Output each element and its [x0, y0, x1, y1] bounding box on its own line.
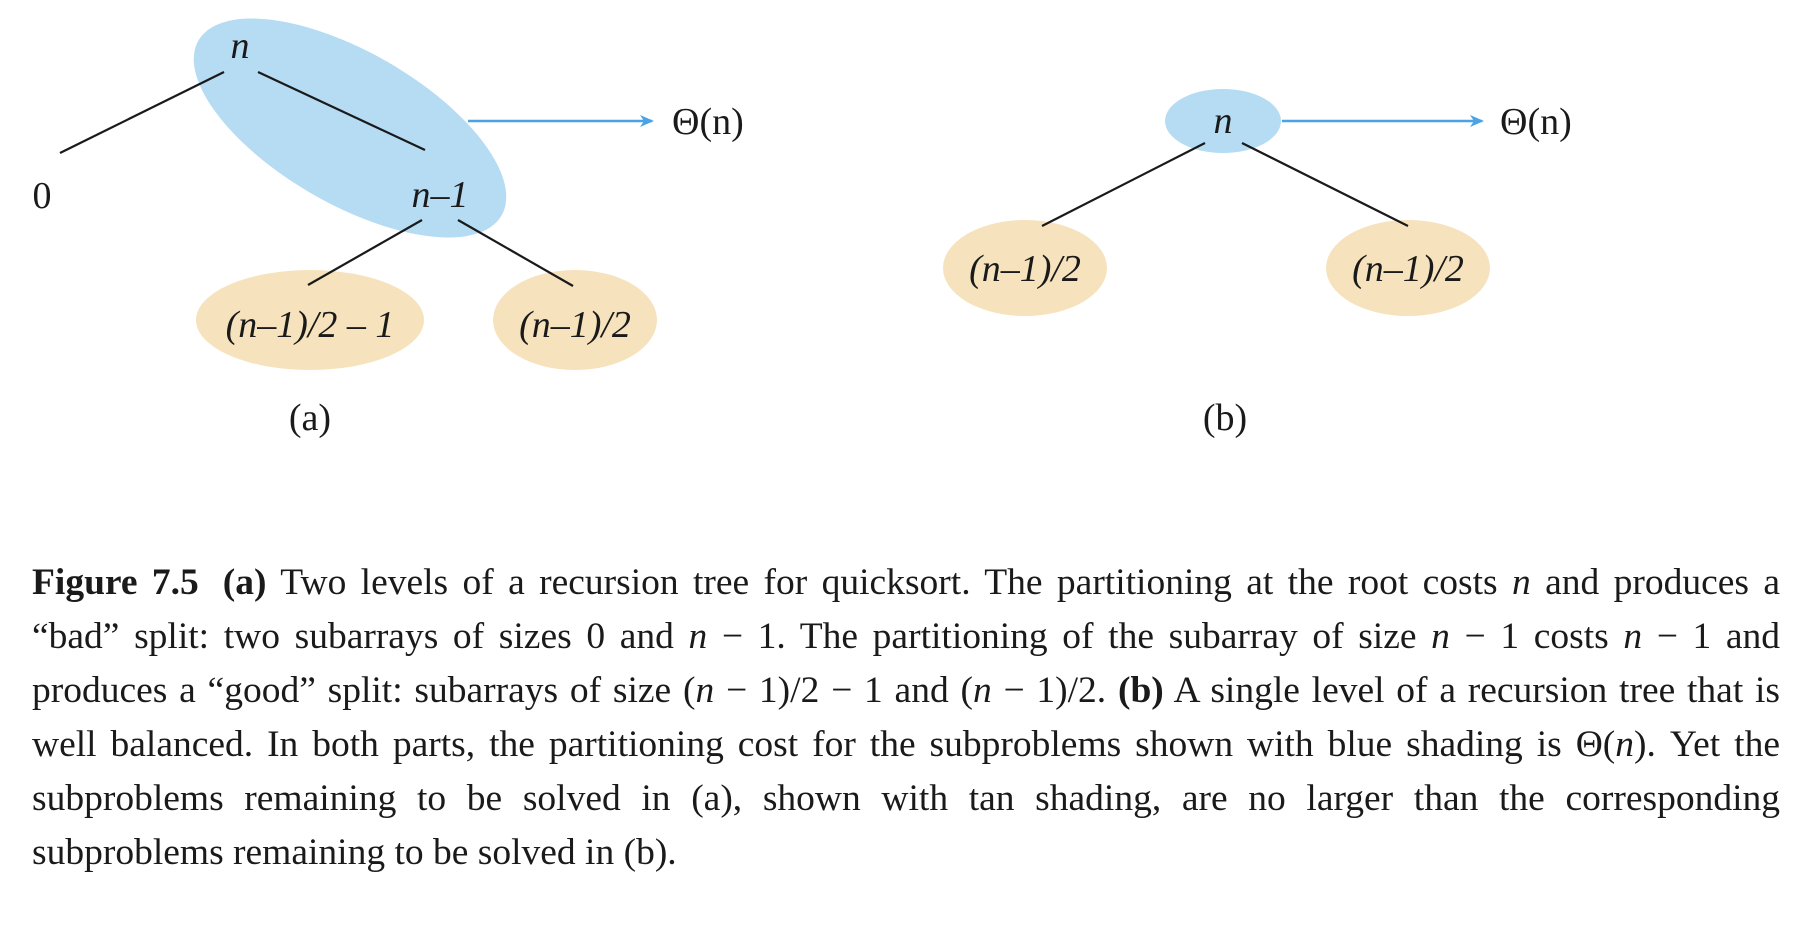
caption-variable: n — [688, 616, 708, 657]
caption-text: − 1)/2 − 1 and ( — [726, 670, 973, 711]
edge-b-root-right — [1241, 142, 1409, 227]
caption-variable: n — [1512, 562, 1531, 603]
edge-a-mid-left — [307, 219, 423, 286]
panel-b: n (n–1)/2 (n–1)/2 Θ(n) (b) — [943, 89, 1572, 439]
node-a-left-child: 0 — [33, 175, 52, 217]
caption-variable: n — [1615, 724, 1635, 765]
caption-text: − 1 and produces a “good” split: subarra… — [32, 616, 1781, 711]
tan-shading-a-left — [196, 270, 424, 370]
node-a-root: n — [231, 25, 250, 67]
caption-text: ). Yet the subproblems remaining to be s… — [32, 724, 1780, 873]
caption-text: − 1)/2. — [1003, 670, 1107, 711]
tan-shading-a-right — [493, 270, 657, 370]
node-b-right-child: (n–1)/2 — [1352, 248, 1464, 290]
recursion-tree-figure: n 0 n–1 (n–1)/2 – 1 (n–1)/2 Θ(n) (a) n (… — [33, 18, 1572, 439]
blue-shading-b — [1165, 89, 1281, 153]
cost-label-a: Θ(n) — [672, 101, 744, 143]
node-b-left-child: (n–1)/2 — [969, 248, 1081, 290]
caption-text: − 1. The partitioning of the subarray of… — [721, 616, 1417, 657]
tan-shading-b-left — [943, 220, 1107, 316]
edge-a-root-left — [59, 71, 225, 154]
caption-text: A single level of a recursion tree that … — [32, 670, 1781, 765]
tan-shading-b-right — [1326, 220, 1490, 316]
caption-variable: n — [695, 670, 715, 711]
caption-variable: n — [972, 670, 992, 711]
caption-variable: n — [1623, 616, 1643, 657]
figure-label: Figure 7.5 — [32, 562, 199, 603]
caption-variable: n — [1431, 616, 1450, 657]
edge-a-root-right — [257, 71, 426, 151]
node-a-right-child: n–1 — [412, 174, 469, 216]
caption-text: and produces a “bad” split: two subarray… — [32, 562, 1781, 657]
figure-caption: Figure 7.5 (a) Two levels of a recursion … — [32, 556, 1780, 880]
panel-label-a: (a) — [289, 397, 331, 439]
panel-a: n 0 n–1 (n–1)/2 – 1 (n–1)/2 Θ(n) (a) — [33, 18, 744, 439]
caption-text: Two levels of a recursion tree for quick… — [280, 562, 1498, 603]
caption-text: − 1 costs — [1464, 616, 1609, 657]
edge-b-root-left — [1041, 142, 1206, 227]
edge-a-mid-right — [457, 219, 574, 287]
cost-label-b: Θ(n) — [1500, 101, 1572, 143]
caption-part-a-label: (a) — [222, 562, 267, 603]
node-b-root: n — [1214, 100, 1233, 142]
caption-part-b-label: (b) — [1117, 670, 1164, 711]
node-a-grandchild-right: (n–1)/2 — [519, 304, 631, 346]
node-a-grandchild-left: (n–1)/2 – 1 — [226, 304, 395, 346]
blue-shading-a — [193, 18, 507, 238]
panel-label-b: (b) — [1203, 397, 1247, 439]
